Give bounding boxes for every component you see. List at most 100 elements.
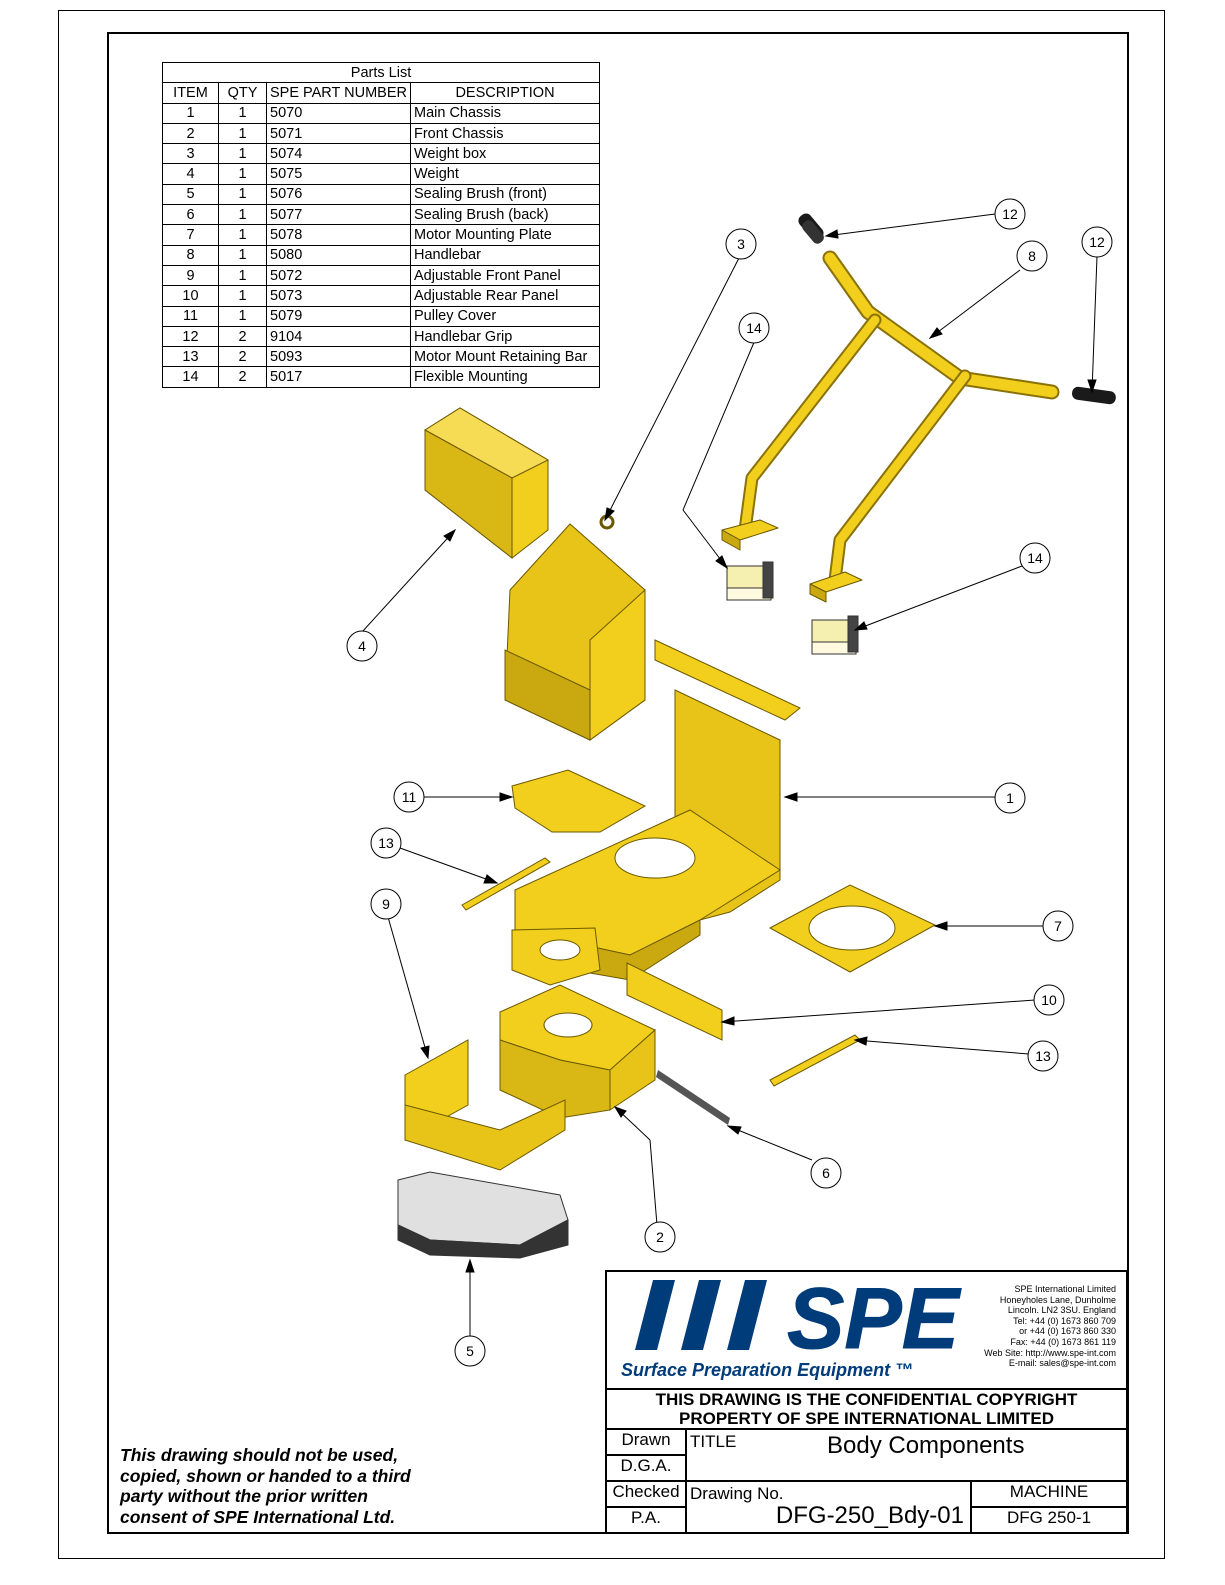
- svg-text:9: 9: [382, 896, 390, 912]
- table-cell-desc: Motor Mount Retaining Bar: [410, 346, 600, 368]
- balloon-3: 3: [725, 228, 757, 260]
- balloon-1: 1: [994, 782, 1026, 814]
- machine-value-cell: DFG 250-1: [972, 1508, 1126, 1532]
- disclaimer-notice: This drawing should not be used, copied,…: [120, 1445, 480, 1527]
- pulley-cover-part: [511, 769, 647, 833]
- confidential-line: PROPERTY OF SPE INTERNATIONAL LIMITED: [679, 1409, 1054, 1428]
- table-cell-desc: Front Chassis: [410, 122, 600, 145]
- handlebar-grip-part: [798, 213, 1116, 405]
- disclaimer-line: This drawing should not be used,: [120, 1445, 399, 1465]
- table-cell-desc: Main Chassis: [410, 102, 600, 124]
- sealing-brush-back-part: [656, 1070, 730, 1125]
- company-logo-area: SPE Surface Preparation Equipment ™ SPE …: [607, 1272, 1126, 1390]
- svg-text:8: 8: [1028, 248, 1036, 264]
- balloon-6: 6: [810, 1157, 842, 1189]
- disclaimer-line: party without the prior written: [120, 1486, 368, 1506]
- drawn-by: D.G.A.: [620, 1456, 672, 1475]
- drawing-number: DFG-250_Bdy-01: [775, 1502, 964, 1529]
- parts-list-table: Parts List ITEM QTY SPE PART NUMBER DESC…: [162, 61, 600, 388]
- flexible-mounting-part: [726, 561, 859, 655]
- svg-text:3: 3: [737, 236, 745, 252]
- address-line: Tel: +44 (0) 1673 860 709: [1013, 1315, 1116, 1326]
- table-cell-desc: Pulley Cover: [410, 305, 600, 327]
- svg-text:6: 6: [822, 1165, 830, 1181]
- address-line: or +44 (0) 1673 860 330: [1019, 1326, 1116, 1337]
- title-block: SPE Surface Preparation Equipment ™ SPE …: [605, 1270, 1128, 1534]
- address-line: Fax: +44 (0) 1673 861 119: [1010, 1336, 1116, 1347]
- table-cell-item: 11: [162, 305, 219, 327]
- svg-text:1: 1: [1006, 790, 1014, 806]
- address-line: E-mail: sales@spe-int.com: [1008, 1358, 1116, 1369]
- balloon-2: 2: [644, 1221, 676, 1253]
- company-tagline: Surface Preparation Equipment ™: [621, 1360, 914, 1380]
- machine-value: DFG 250-1: [1006, 1508, 1092, 1527]
- leader-lines: [361, 213, 1098, 1336]
- checked-label-cell: Checked: [607, 1482, 687, 1508]
- drawing-number-label: Drawing No.: [690, 1484, 784, 1503]
- table-cell-desc: Handlebar: [410, 244, 600, 266]
- weight-box-part: [504, 514, 646, 741]
- table-cell-item: 14: [162, 366, 219, 388]
- motor-mounting-plate-part: [768, 884, 937, 973]
- table-cell-desc: Flexible Mounting: [410, 366, 600, 388]
- table-cell-part: 5075: [266, 163, 411, 185]
- drawing-number-cell: Drawing No. DFG-250_Bdy-01: [687, 1482, 972, 1532]
- weight-part: [424, 407, 550, 560]
- confidential-line: THIS DRAWING IS THE CONFIDENTIAL COPYRIG…: [655, 1390, 1078, 1409]
- balloon-8: 8: [1016, 240, 1048, 272]
- balloon-12a: 12: [994, 198, 1026, 230]
- logo-text: SPE: [787, 1280, 962, 1367]
- balloon-4: 4: [346, 630, 378, 662]
- balloon-10: 10: [1033, 984, 1065, 1016]
- drawing-title: Body Components: [827, 1432, 1025, 1459]
- drawn-label-cell: Drawn: [607, 1430, 687, 1456]
- balloon-5: 5: [454, 1335, 486, 1367]
- disclaimer-line: consent of SPE International Ltd.: [120, 1506, 396, 1527]
- drawn-by-cell: D.G.A.: [607, 1456, 687, 1482]
- svg-text:14: 14: [746, 320, 762, 336]
- table-cell-desc: Adjustable Front Panel: [410, 264, 600, 287]
- balloon-14a: 14: [738, 312, 770, 344]
- machine-label: MACHINE: [1009, 1482, 1089, 1501]
- svg-text:14: 14: [1027, 550, 1043, 566]
- checked-by-cell: P.A.: [607, 1508, 687, 1532]
- svg-text:12: 12: [1002, 206, 1018, 222]
- main-chassis-part: [511, 639, 801, 986]
- svg-text:13: 13: [1035, 1048, 1051, 1064]
- address-line: Lincoln. LN2 3SU. England: [1007, 1305, 1116, 1316]
- confidential-notice: THIS DRAWING IS THE CONFIDENTIAL COPYRIG…: [607, 1390, 1126, 1430]
- header-description: DESCRIPTION: [410, 82, 600, 104]
- balloon-11: 11: [393, 781, 425, 813]
- table-cell-part: 5080: [266, 244, 411, 266]
- balloon-9: 9: [370, 888, 402, 920]
- balloon-7: 7: [1042, 910, 1074, 942]
- front-chassis-part: [499, 984, 656, 1119]
- checked-label: Checked: [612, 1482, 680, 1501]
- machine-label-cell: MACHINE: [972, 1482, 1126, 1508]
- front-panel-part: [404, 1039, 566, 1171]
- svg-text:2: 2: [656, 1229, 664, 1245]
- title-label: TITLE: [690, 1432, 737, 1451]
- table-cell-item: 13: [162, 346, 219, 368]
- outer-frame: [58, 10, 1165, 1559]
- rear-panel-part: [626, 962, 723, 1041]
- svg-text:13: 13: [378, 835, 394, 851]
- svg-text:12: 12: [1089, 234, 1105, 250]
- table-cell-desc: Motor Mounting Plate: [410, 224, 600, 246]
- svg-text:5: 5: [466, 1343, 474, 1359]
- balloon-13a: 13: [370, 827, 402, 859]
- drawn-label: Drawn: [621, 1430, 671, 1449]
- address-line: SPE International Limited: [1014, 1284, 1116, 1294]
- header-item: ITEM: [162, 82, 219, 104]
